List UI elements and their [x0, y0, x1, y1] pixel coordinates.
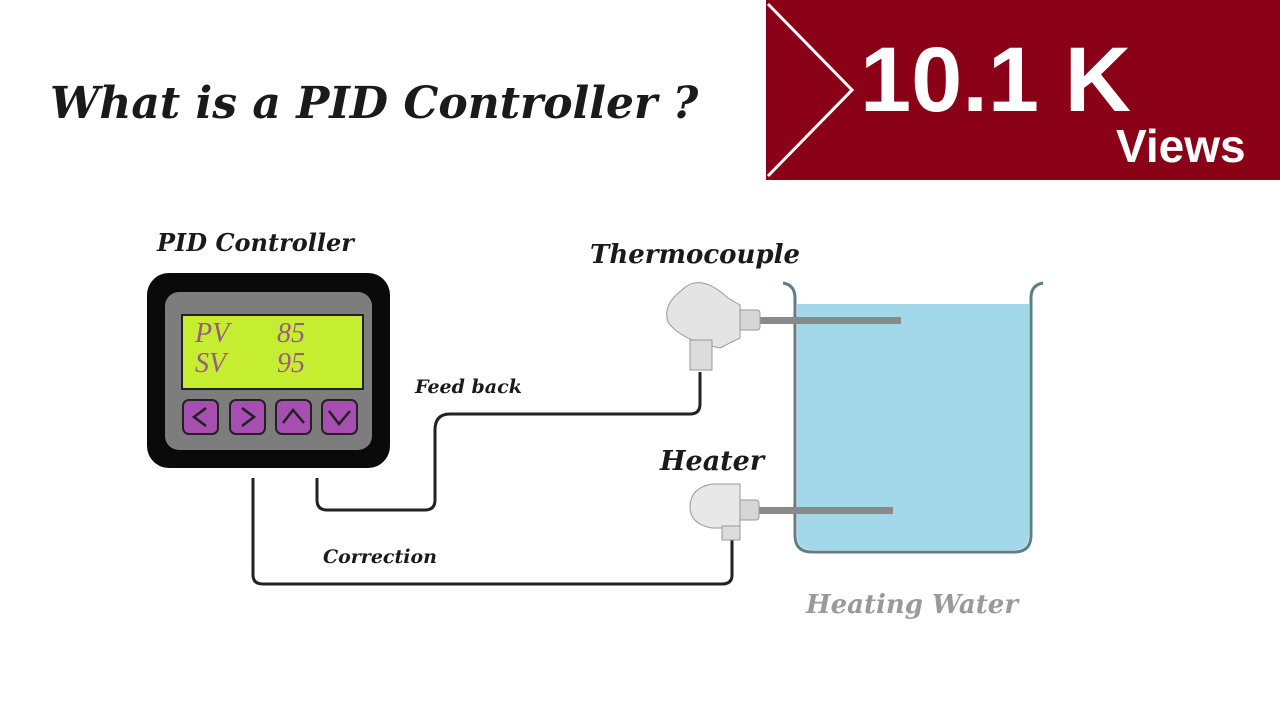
views-label: Views — [1116, 120, 1246, 172]
pid-controller-device — [147, 273, 390, 468]
feedback-label: Feed back — [415, 376, 522, 398]
sv-label: SV — [195, 348, 227, 379]
right-button[interactable] — [229, 399, 266, 435]
page-title: What is a PID Controller ? — [50, 78, 699, 129]
controller-label: PID Controller — [157, 228, 354, 257]
heater-icon — [689, 483, 893, 541]
lcd-display — [181, 314, 364, 390]
left-button[interactable] — [182, 399, 219, 435]
correction-label: Correction — [323, 546, 437, 568]
tank-label: Heating Water — [806, 590, 1019, 620]
chevron-icon — [766, 2, 855, 178]
up-button[interactable] — [275, 399, 312, 435]
correction-wire — [251, 478, 734, 586]
thermocouple-icon — [666, 282, 901, 371]
controller-buttons — [182, 399, 358, 435]
down-button[interactable] — [321, 399, 358, 435]
sv-value: 95 — [277, 348, 305, 379]
feedback-wire — [315, 372, 702, 512]
pv-label: PV — [195, 318, 230, 349]
views-count: 10.1 K — [860, 29, 1132, 131]
heater-label: Heater — [660, 446, 765, 477]
water-tank — [782, 281, 1044, 554]
pv-value: 85 — [277, 318, 305, 349]
thermocouple-label: Thermocouple — [590, 240, 801, 270]
